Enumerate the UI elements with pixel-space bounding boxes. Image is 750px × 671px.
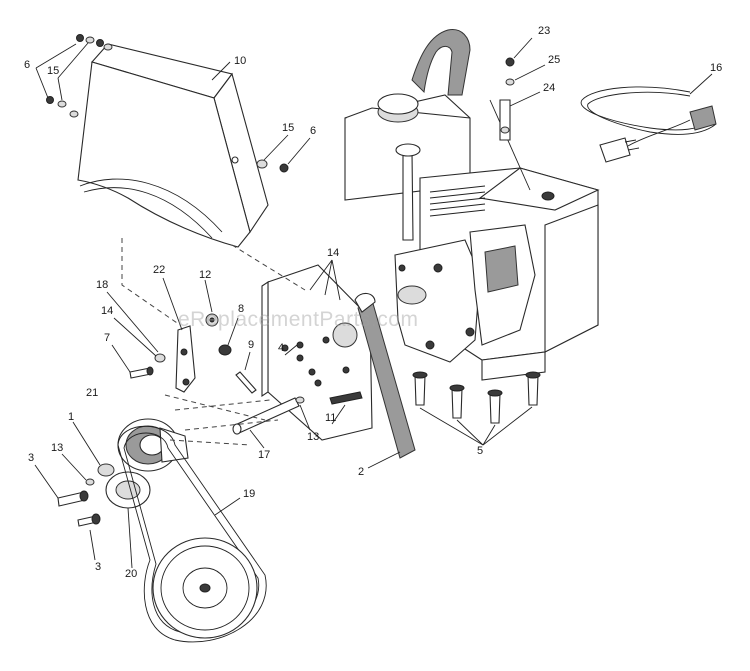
- callout-18: 18: [96, 279, 109, 291]
- callout-14: 14: [327, 247, 340, 259]
- callout-12: 12: [199, 269, 212, 281]
- callout-6: 6: [24, 59, 31, 71]
- callout-3: 3: [95, 561, 102, 573]
- mounting-plate: [261, 264, 373, 441]
- callout-11: 11: [325, 412, 337, 424]
- callout-13: 13: [51, 442, 64, 454]
- callout-6: 6: [310, 125, 317, 137]
- belt-cover: [77, 43, 269, 248]
- engine: [344, 29, 600, 381]
- cooling-fins: [429, 185, 486, 217]
- callout-3: 3: [28, 452, 35, 464]
- callout-20: 20: [125, 568, 138, 580]
- callout-14: 14: [101, 305, 114, 317]
- callout-13: 13: [307, 431, 320, 443]
- callout-4: 4: [278, 342, 285, 354]
- callout-2: 2: [358, 466, 365, 478]
- callout-5: 5: [477, 445, 484, 457]
- callout-9: 9: [248, 339, 255, 351]
- engine-mount-bolts: [412, 371, 541, 424]
- callout-24: 24: [543, 82, 556, 94]
- callout-21: 21: [86, 387, 99, 399]
- callout-16: 16: [710, 62, 723, 74]
- callout-22: 22: [153, 264, 166, 276]
- idler-arm: [354, 292, 416, 459]
- callout-19: 19: [243, 488, 256, 500]
- callout-23: 23: [538, 25, 551, 37]
- pulley-bolts: [57, 490, 101, 527]
- large-pulley: [152, 537, 258, 639]
- callout-8: 8: [238, 303, 245, 315]
- callout-15: 15: [47, 65, 60, 77]
- bracket-assembly: [129, 313, 322, 394]
- watermark: eReplacementParts.com: [178, 308, 419, 331]
- pulley-assembly: [85, 418, 189, 509]
- engine-small-parts: [499, 57, 515, 141]
- callout-10: 10: [234, 55, 247, 67]
- assembly-guide-lines: [121, 238, 306, 446]
- power-cord: [580, 86, 717, 163]
- pivot-shaft: [232, 396, 305, 435]
- callout-7: 7: [104, 332, 111, 344]
- callout-25: 25: [548, 54, 561, 66]
- callout-1: 1: [68, 411, 75, 423]
- leader-lines: [34, 37, 713, 569]
- callout-15: 15: [282, 122, 295, 134]
- cover-fasteners-left: [46, 34, 113, 118]
- callout-17: 17: [258, 449, 271, 461]
- cover-fasteners-right: [256, 159, 289, 173]
